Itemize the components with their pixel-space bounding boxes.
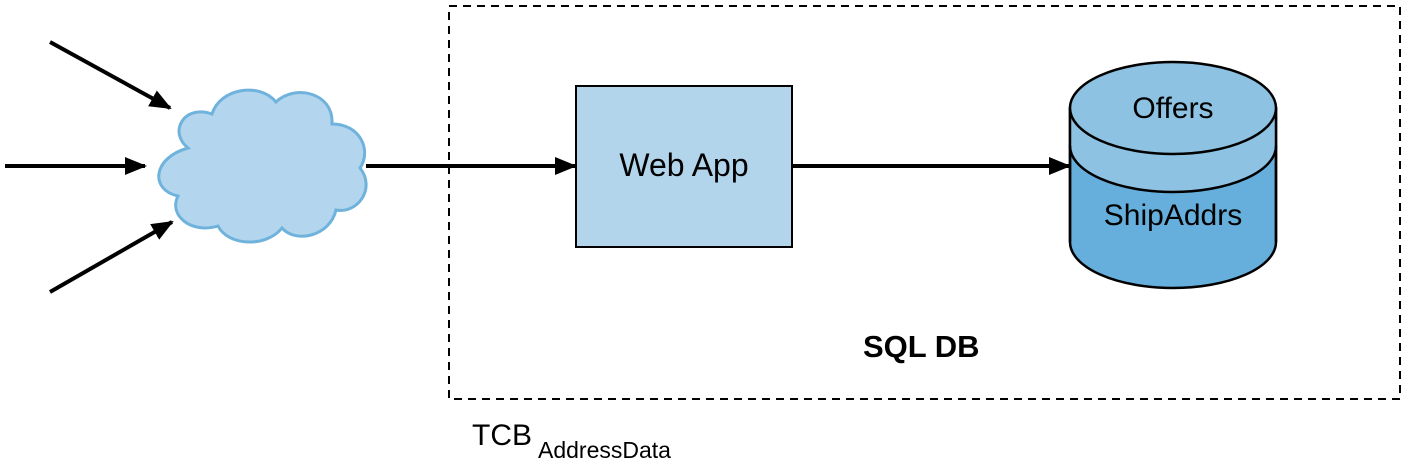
incoming-arrow-top [49, 40, 172, 110]
database-cylinder-icon [1068, 60, 1278, 290]
db-lid [1068, 60, 1278, 156]
web-app-label: Web App [619, 147, 749, 183]
internet-cloud-icon [157, 88, 368, 244]
web-app-box [575, 85, 793, 248]
db-divider [1068, 145, 1278, 194]
shipaddrs-table-label: ShipAddrs [1103, 199, 1243, 232]
tcb-label-main: TCB [472, 419, 532, 452]
incoming-arrow-bottom [49, 220, 174, 294]
offers-table-label: Offers [1132, 92, 1214, 125]
sql-db-label: SQL DB [863, 329, 980, 364]
tcb-label-subscript: AddressData [538, 437, 671, 463]
